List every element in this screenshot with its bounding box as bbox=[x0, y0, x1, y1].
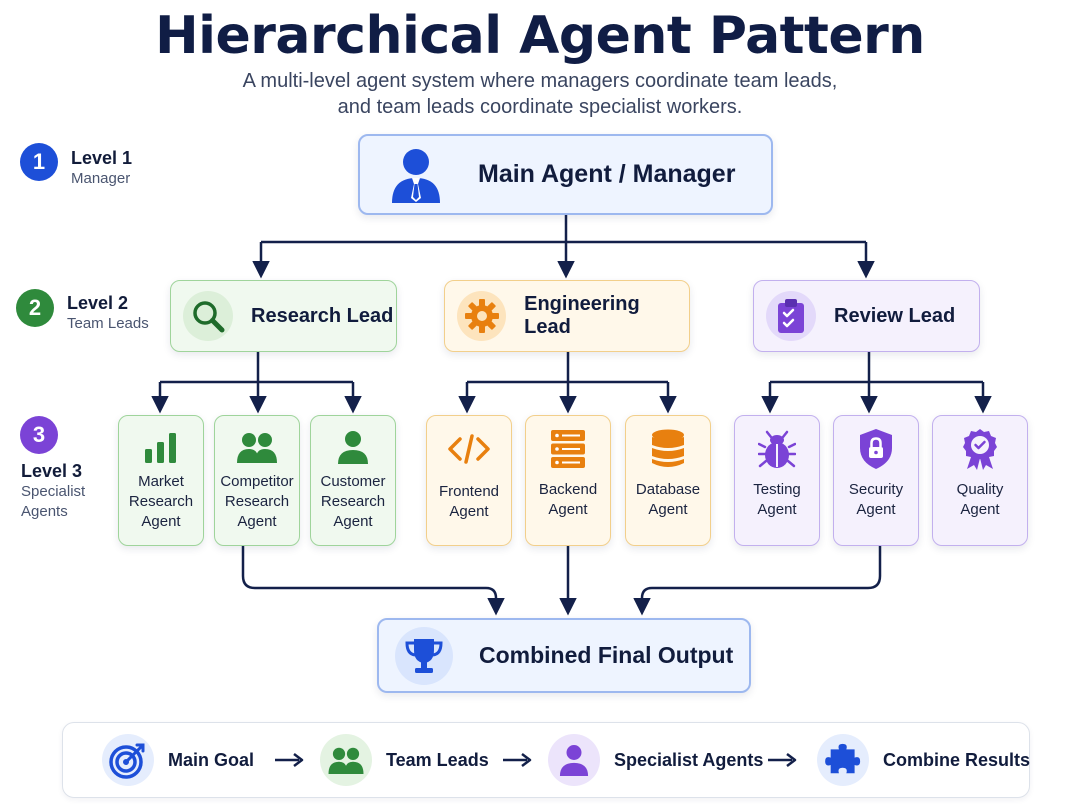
customer-research-line-3: Agent bbox=[333, 513, 373, 530]
flow-step-team-leads: Team Leads bbox=[320, 730, 489, 790]
flow-main-goal-label: Main Goal bbox=[168, 749, 255, 770]
manager-node: Main Agent / Manager bbox=[358, 134, 773, 215]
flow-combine-results-label: Combine Results bbox=[883, 749, 1031, 770]
competitor-research-line-3: Agent bbox=[237, 513, 277, 530]
person-icon bbox=[337, 428, 369, 466]
flow-arrow-2 bbox=[502, 752, 532, 773]
bug-icon bbox=[758, 430, 796, 468]
research-lead-label: Research Lead bbox=[251, 304, 394, 327]
customer-research-agent-node: Customer Research Agent bbox=[310, 415, 396, 546]
quality-agent-node: Quality Agent bbox=[932, 415, 1028, 546]
flow-step-specialist-agents: Specialist Agents bbox=[548, 730, 763, 790]
database-line-1: Database bbox=[635, 481, 701, 498]
group-icon bbox=[320, 734, 372, 786]
testing-line-1: Testing bbox=[753, 481, 801, 498]
database-agent-node: Database Agent bbox=[625, 415, 711, 546]
level-3-label: Level 3 Specialist Agents bbox=[21, 461, 85, 522]
level-1-badge: 1 bbox=[20, 143, 58, 181]
level-2-desc: Team Leads bbox=[67, 315, 149, 332]
quality-line-2: Agent bbox=[960, 501, 1000, 518]
quality-line-1: Quality bbox=[956, 481, 1004, 498]
level-3-badge: 3 bbox=[20, 416, 58, 454]
security-line-1: Security bbox=[848, 481, 904, 498]
frontend-line-1: Frontend bbox=[438, 483, 500, 500]
subtitle-line-1: A multi-level agent system where manager… bbox=[242, 70, 838, 92]
level-2-label: Level 2 Team Leads bbox=[67, 293, 149, 334]
level-2-badge: 2 bbox=[16, 289, 54, 327]
testing-agent-node: Testing Agent bbox=[734, 415, 820, 546]
level-3-desc-line-1: Specialist bbox=[21, 483, 86, 500]
market-research-line-2: Research bbox=[128, 493, 194, 510]
competitor-research-line-1: Competitor bbox=[220, 473, 294, 490]
magnifier-icon bbox=[183, 291, 233, 341]
database-icon bbox=[651, 429, 685, 468]
flow-team-leads-label: Team Leads bbox=[386, 749, 489, 770]
review-lead-node: Review Lead bbox=[753, 280, 980, 352]
database-line-2: Agent bbox=[648, 501, 688, 518]
frontend-agent-node: Frontend Agent bbox=[426, 415, 512, 546]
customer-research-line-1: Customer bbox=[320, 473, 386, 490]
flow-specialist-agents-label: Specialist Agents bbox=[614, 749, 764, 770]
final-output-node: Combined Final Output bbox=[377, 618, 751, 693]
award-badge-icon bbox=[962, 429, 998, 470]
market-research-agent-node: Market Research Agent bbox=[118, 415, 204, 546]
engineering-lead-label: Engineering Lead bbox=[524, 293, 640, 338]
market-research-line-3: Agent bbox=[141, 513, 181, 530]
engineering-lead-node: Engineering Lead bbox=[444, 280, 690, 352]
target-icon bbox=[102, 734, 154, 786]
server-icon bbox=[550, 430, 586, 468]
testing-line-2: Agent bbox=[757, 501, 797, 518]
level-1-label: Level 1 Manager bbox=[71, 148, 132, 189]
flow-step-combine-results: Combine Results bbox=[817, 730, 1030, 790]
competitor-research-line-2: Research bbox=[224, 493, 290, 510]
connector-competitor-to-final bbox=[241, 546, 505, 616]
backend-line-2: Agent bbox=[548, 501, 588, 518]
connector-security-to-final bbox=[633, 546, 882, 616]
manager-person-icon bbox=[390, 147, 442, 203]
security-agent-node: Security Agent bbox=[833, 415, 919, 546]
competitor-research-agent-node: Competitor Research Agent bbox=[214, 415, 300, 546]
level-3-desc-line-2: Agents bbox=[21, 503, 68, 520]
research-lead-node: Research Lead bbox=[170, 280, 397, 352]
final-output-label: Combined Final Output bbox=[479, 642, 734, 668]
shield-lock-icon bbox=[858, 429, 894, 469]
backend-line-1: Backend bbox=[538, 481, 598, 498]
subtitle-line-2: and team leads coordinate specialist wor… bbox=[337, 96, 743, 118]
person-icon bbox=[548, 734, 600, 786]
customer-research-line-2: Research bbox=[320, 493, 386, 510]
page-title: Hierarchical Agent Pattern bbox=[155, 6, 925, 66]
flow-arrow-3 bbox=[767, 752, 797, 773]
manager-label: Main Agent / Manager bbox=[478, 160, 736, 188]
review-lead-label: Review Lead bbox=[834, 304, 956, 327]
gear-icon bbox=[457, 291, 507, 341]
page-subtitle: A multi-level agent system where manager… bbox=[0, 68, 1080, 120]
group-icon bbox=[237, 428, 277, 466]
level-3-name: Level 3 bbox=[21, 461, 83, 481]
level-1-name: Level 1 bbox=[71, 148, 133, 168]
backend-agent-node: Backend Agent bbox=[525, 415, 611, 546]
flow-step-main-goal: Main Goal bbox=[102, 730, 254, 790]
level-1-desc: Manager bbox=[71, 170, 131, 187]
flow-arrow-1 bbox=[274, 752, 304, 773]
code-brackets-icon bbox=[448, 430, 490, 468]
frontend-line-2: Agent bbox=[449, 503, 489, 520]
level-2-name: Level 2 bbox=[67, 293, 129, 313]
security-line-2: Agent bbox=[856, 501, 896, 518]
clipboard-check-icon bbox=[766, 291, 816, 341]
bar-chart-icon bbox=[144, 428, 178, 466]
market-research-line-1: Market bbox=[138, 473, 184, 490]
puzzle-icon bbox=[817, 734, 869, 786]
trophy-icon bbox=[395, 626, 453, 685]
